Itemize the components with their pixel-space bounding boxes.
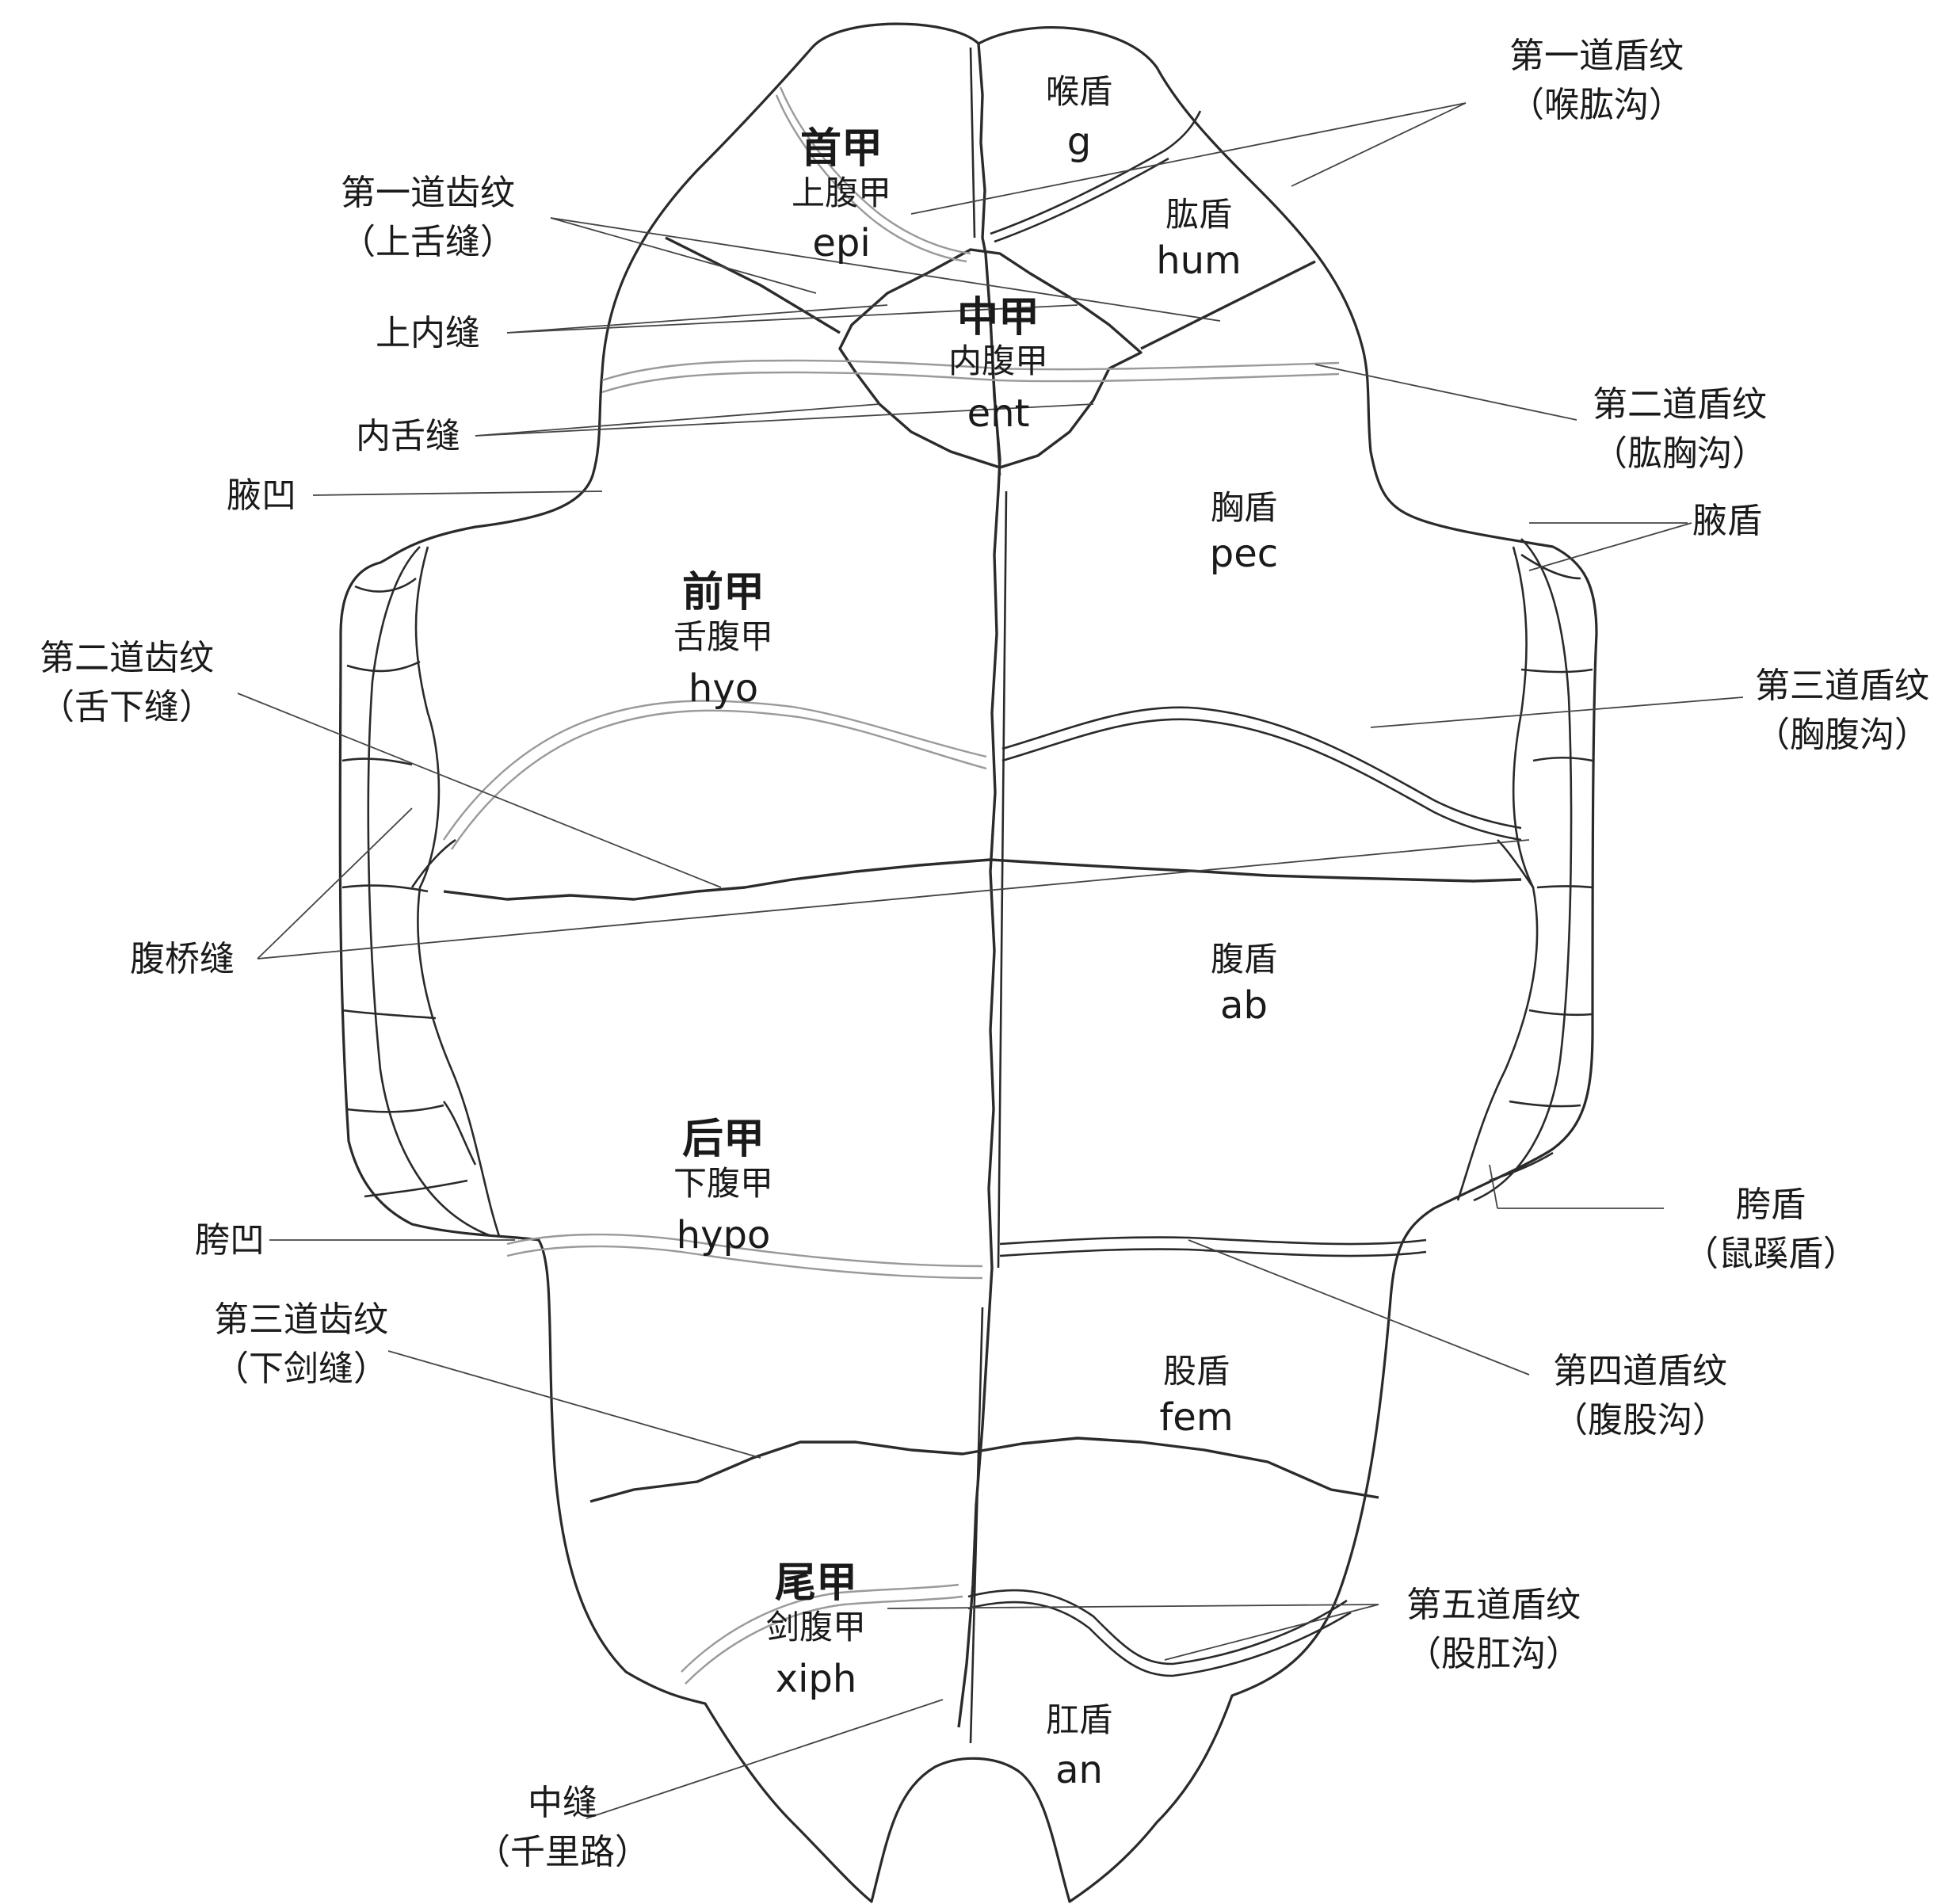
svg-text:（下剑缝）: （下剑缝） [214, 1349, 388, 1389]
svg-text:舌腹甲: 舌腹甲 [673, 617, 773, 656]
svg-text:胸盾: 胸盾 [1211, 488, 1277, 527]
svg-text:胯盾: 胯盾 [1736, 1185, 1806, 1225]
svg-text:肱盾: 肱盾 [1165, 195, 1232, 234]
plastron-outline [338, 22, 1598, 1903]
svg-text:（喉肱沟）: （喉肱沟） [1509, 85, 1684, 125]
bone-label-epi: 首甲 上腹甲 epi [792, 124, 891, 265]
scute-label-g: 喉盾 g [1046, 72, 1112, 164]
label-axillary-notch: 腋凹 [227, 475, 296, 516]
hyo-hypo-suture [443, 858, 1522, 901]
svg-text:pec: pec [1210, 532, 1278, 576]
svg-text:ab: ab [1220, 983, 1268, 1028]
leader-lines [237, 102, 1744, 1819]
label-axillary-scute: 腋盾 [1692, 501, 1762, 541]
svg-text:首甲: 首甲 [800, 124, 883, 173]
gular-humeral-furrow [990, 110, 1202, 235]
label-bridge-suture: 腹桥缝 [130, 939, 235, 979]
svg-text:（千里路）: （千里路） [475, 1832, 650, 1872]
left-bridge-marginals [341, 546, 501, 1238]
pectoral-abdominal-furrow [1001, 706, 1522, 830]
scute-label-ab: 腹盾 ab [1211, 940, 1277, 1028]
label-inguinal-notch: 胯凹 [195, 1220, 265, 1261]
bone-label-hyo: 前甲 舌腹甲 hyo [673, 568, 773, 711]
scute-label-hum: 肱盾 hum [1156, 195, 1242, 283]
svg-text:肛盾: 肛盾 [1046, 1700, 1112, 1739]
svg-text:腹盾: 腹盾 [1211, 940, 1277, 979]
svg-text:（胸腹沟）: （胸腹沟） [1755, 715, 1929, 755]
svg-text:中缝: 中缝 [528, 1783, 597, 1823]
label-inguinal-scute: 胯盾 （鼠蹊盾） [1684, 1185, 1858, 1274]
svg-text:（鼠蹊盾）: （鼠蹊盾） [1684, 1234, 1858, 1274]
bone-label-xiph: 尾甲 剑腹甲 xiph [766, 1559, 866, 1701]
svg-text:上腹甲: 上腹甲 [792, 174, 891, 212]
svg-text:第三道盾纹: 第三道盾纹 [1755, 666, 1929, 706]
svg-text:（肱胸沟）: （肱胸沟） [1593, 433, 1767, 474]
svg-text:（上舌缝）: （上舌缝） [341, 222, 515, 262]
epi-hyo-suture [665, 236, 841, 334]
svg-text:an: an [1055, 1748, 1103, 1792]
scute-label-an: 肛盾 an [1046, 1700, 1112, 1792]
svg-text:hum: hum [1156, 238, 1242, 283]
svg-text:内腹甲: 内腹甲 [948, 341, 1048, 380]
svg-text:hyo: hyo [689, 666, 758, 711]
svg-text:第一道盾纹: 第一道盾纹 [1509, 36, 1684, 76]
hypo-xiph-suture [589, 1437, 1379, 1503]
svg-text:中甲: 中甲 [957, 293, 1040, 341]
label-second-scute-furrow: 第二道盾纹 （肱胸沟） [1593, 384, 1767, 474]
svg-text:第二道齿纹: 第二道齿纹 [40, 638, 214, 678]
svg-text:xiph: xiph [776, 1657, 857, 1701]
svg-text:第二道盾纹: 第二道盾纹 [1593, 384, 1767, 425]
label-epi-ento-suture: 上内缝 [376, 313, 480, 353]
femoral-anal-furrow [967, 1589, 1348, 1666]
abdominal-femoral-furrow [999, 1236, 1427, 1246]
svg-text:（股肛沟）: （股肛沟） [1406, 1634, 1581, 1674]
label-third-scute-furrow: 第三道盾纹 （胸腹沟） [1755, 666, 1929, 755]
svg-text:剑腹甲: 剑腹甲 [766, 1608, 866, 1646]
svg-text:ent: ent [967, 391, 1030, 436]
svg-text:第三道齿纹: 第三道齿纹 [214, 1299, 388, 1340]
svg-text:g: g [1067, 120, 1091, 164]
label-first-scute-furrow: 第一道盾纹 （喉肱沟） [1509, 36, 1684, 125]
svg-text:下腹甲: 下腹甲 [673, 1164, 773, 1203]
svg-text:后甲: 后甲 [682, 1115, 765, 1163]
svg-text:第四道盾纹: 第四道盾纹 [1553, 1351, 1727, 1391]
label-first-dental-line: 第一道齿纹 （上舌缝） [341, 173, 515, 262]
label-fifth-scute-furrow: 第五道盾纹 （股肛沟） [1406, 1585, 1581, 1674]
svg-text:股盾: 股盾 [1163, 1352, 1230, 1391]
svg-text:epi: epi [812, 221, 870, 265]
svg-text:喉盾: 喉盾 [1046, 72, 1112, 111]
svg-text:fem: fem [1159, 1395, 1233, 1440]
label-midline-seam: 中缝 （千里路） [475, 1783, 650, 1872]
right-bridge-marginals [1456, 538, 1593, 1202]
midline-suture [957, 43, 1001, 1728]
label-fourth-scute-furrow: 第四道盾纹 （腹股沟） [1553, 1351, 1727, 1440]
scute-label-pec: 胸盾 pec [1210, 488, 1278, 576]
svg-text:第五道盾纹: 第五道盾纹 [1406, 1585, 1581, 1625]
svg-text:尾甲: 尾甲 [775, 1559, 857, 1607]
svg-text:（腹股沟）: （腹股沟） [1553, 1400, 1727, 1440]
svg-text:第一道齿纹: 第一道齿纹 [341, 173, 515, 213]
entoplastron-suture [838, 248, 1143, 469]
svg-text:前甲: 前甲 [682, 568, 765, 616]
svg-text:hypo: hypo [677, 1213, 771, 1257]
scute-label-fem: 股盾 fem [1159, 1352, 1233, 1440]
label-second-dental-line: 第二道齿纹 （舌下缝） [40, 638, 214, 727]
label-ento-hyo-suture: 内舌缝 [356, 416, 460, 456]
bone-label-hypo: 后甲 下腹甲 hypo [673, 1115, 773, 1257]
svg-text:（舌下缝）: （舌下缝） [40, 687, 214, 727]
label-third-dental-line: 第三道齿纹 （下剑缝） [214, 1299, 388, 1389]
bone-label-ent: 中甲 内腹甲 ent [948, 293, 1048, 436]
